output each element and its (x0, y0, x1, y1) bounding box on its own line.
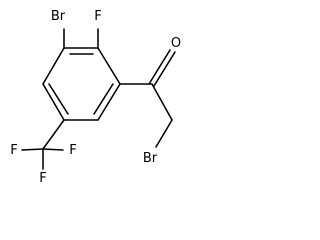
ring-bond-c2-c3 (97, 47, 121, 85)
chemical-structure-canvas: Br F O Br F F F (10, 9, 182, 186)
ring-bond-c6-c1 (42, 47, 65, 85)
molecule-diagram: Br F O Br F F F (10, 9, 181, 186)
atom-label-bromine-ring: Br (51, 9, 66, 24)
bond-carbonyl-double-right (153, 51, 176, 87)
ring-bond-c5-c6 (42, 83, 65, 121)
ring-bond-c3-c4 (97, 83, 121, 121)
atom-label-fluorine-cf3-bottom: F (39, 171, 46, 186)
atom-label-fluorine-cf3-left: F (10, 143, 17, 158)
atom-label-oxygen: O (171, 36, 181, 51)
ring-double-bond-inner-left (48, 83, 69, 115)
atom-label-bromine-side: Br (143, 151, 158, 166)
bond-carbonyl-double-left (148, 49, 171, 85)
bond-ring-to-cf3-carbon (42, 119, 65, 150)
atom-label-fluorine-ring: F (94, 9, 101, 24)
bond-carbonyl-to-ch2 (151, 83, 173, 121)
bond-cf3-to-fluorine-left (21, 148, 44, 151)
bond-ch2-to-bromine (155, 119, 173, 148)
ring-double-bond-inner-right (93, 83, 114, 115)
atom-label-fluorine-cf3-right: F (69, 143, 76, 158)
bond-cf3-to-fluorine-right (42, 148, 64, 151)
